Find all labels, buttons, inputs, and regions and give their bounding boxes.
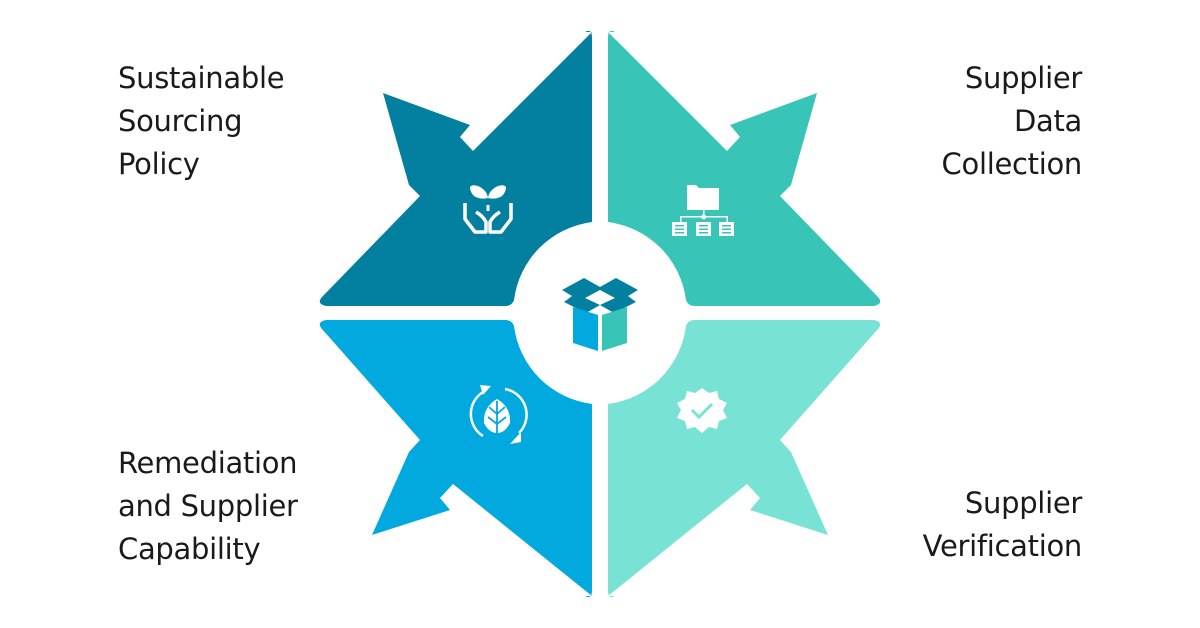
hands-plant-icon — [463, 185, 513, 234]
quadrant-verification — [608, 320, 881, 598]
quadrant-data-collection — [608, 30, 881, 306]
label-line: and Supplier — [118, 489, 298, 523]
label-line: Capability — [118, 532, 261, 566]
label-sustainable-sourcing-policy: Sustainable Sourcing Policy — [118, 57, 285, 186]
label-line: Collection — [941, 147, 1083, 181]
label-supplier-verification: Supplier Verification — [922, 482, 1083, 568]
label-remediation-supplier-capability: Remediation and Supplier Capability — [118, 442, 298, 571]
label-line: Supplier — [964, 61, 1082, 95]
label-line: Policy — [118, 147, 200, 181]
label-line: Supplier — [964, 486, 1082, 520]
label-line: Sustainable — [118, 61, 285, 95]
label-line: Data — [1013, 104, 1082, 138]
label-supplier-data-collection: Supplier Data Collection — [941, 57, 1083, 186]
recycle-leaf-icon — [469, 385, 528, 444]
label-line: Verification — [922, 529, 1083, 563]
verified-badge-icon — [677, 388, 727, 433]
quadrant-remediation — [319, 320, 592, 598]
quadrant-sourcing-policy — [319, 30, 592, 306]
label-line: Sourcing — [118, 104, 243, 138]
label-line: Remediation — [118, 446, 298, 480]
open-box-icon — [562, 278, 638, 351]
folder-hierarchy-icon — [672, 185, 734, 236]
